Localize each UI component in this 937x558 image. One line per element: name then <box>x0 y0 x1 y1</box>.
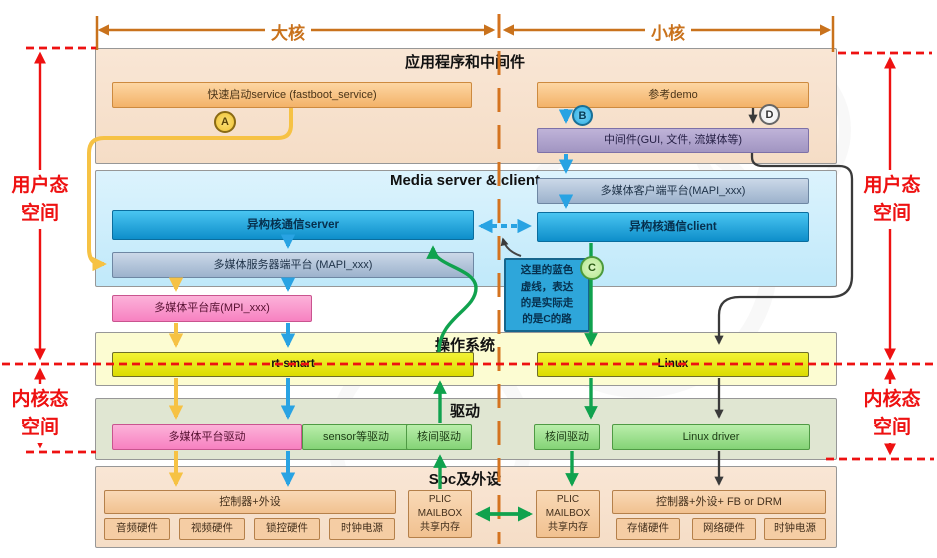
note-line-2: 虚线，表达 <box>520 280 574 293</box>
clock-power-hw-box-left: 时钟电源 <box>329 518 395 540</box>
media-client-platform-box: 多媒体客户端平台(MAPI_xxx) <box>537 178 809 204</box>
rt-smart-box: rt-smart <box>112 352 474 377</box>
user-space-left-l2: 空间 <box>20 202 59 224</box>
kernel-space-left-l2: 空间 <box>20 416 59 438</box>
note-line-4: 的是C的路 <box>522 313 572 326</box>
fastboot-service-box: 快速启动service (fastboot_service) <box>112 82 472 108</box>
marker-b-circle: B <box>572 105 593 126</box>
kernel-space-right-l2: 空间 <box>872 416 911 438</box>
core-span-arrows <box>95 16 835 52</box>
media-platform-lib-box: 多媒体平台库(MPI_xxx) <box>112 295 312 322</box>
blue-dashed-note-box: 这里的蓝色 虚线，表达 的是实际走 的是C的路 <box>504 258 590 332</box>
user-space-right-l2: 空间 <box>872 202 911 224</box>
small-core-label: 小核 <box>645 19 691 44</box>
plic-mailbox-right-box: PLIC MAILBOX 共享内存 <box>536 490 600 538</box>
kernel-space-right-l1: 内核态 <box>863 389 921 410</box>
media-platform-driver-box: 多媒体平台驱动 <box>112 424 302 450</box>
plic-left-line3: 共享内存 <box>420 522 460 533</box>
hetero-comm-server-box: 异构核通信server <box>112 210 474 240</box>
ipc-driver-left-box: 核间驱动 <box>406 424 472 450</box>
note-line-3: 的是实际走 <box>520 297 574 309</box>
right-controller-box: 控制器+外设+ FB or DRM <box>612 490 826 514</box>
middleware-box: 中间件(GUI, 文件, 流媒体等) <box>537 128 809 153</box>
audio-hw-box: 音频硬件 <box>104 518 170 540</box>
soc-band-title: Soc及外设 <box>428 471 502 488</box>
big-core-label: 大核 <box>265 19 311 44</box>
note-line-1: 这里的蓝色 <box>520 264 574 277</box>
user-space-right-l1: 用户态 <box>863 175 921 196</box>
user-space-left-l1: 用户态 <box>11 175 69 196</box>
marker-c-circle: C <box>580 256 604 280</box>
media-server-platform-box: 多媒体服务器端平台 (MAPI_xxx) <box>112 252 474 278</box>
plic-left-line1: PLIC <box>428 494 452 505</box>
plic-right-line3: 共享内存 <box>548 522 588 533</box>
video-hw-box: 视频硬件 <box>179 518 245 540</box>
sensor-driver-box: sensor等驱动 <box>302 424 410 450</box>
reference-demo-box: 参考demo <box>537 82 809 108</box>
user-space-label-right: 用户态 空间 <box>856 170 928 230</box>
network-hw-box: 网络硬件 <box>692 518 756 540</box>
clock-power-hw-box-right: 时钟电源 <box>764 518 826 540</box>
linux-box: Linux <box>537 352 809 377</box>
lock-control-hw-box: 锁控硬件 <box>254 518 320 540</box>
ipc-driver-right-box: 核间驱动 <box>534 424 600 450</box>
linux-driver-box: Linux driver <box>612 424 810 450</box>
left-controller-box: 控制器+外设 <box>104 490 396 514</box>
plic-mailbox-left-box: PLIC MAILBOX 共享内存 <box>408 490 472 538</box>
hetero-comm-client-box: 异构核通信client <box>537 212 809 242</box>
plic-right-line2: MAILBOX <box>545 508 591 519</box>
kernel-space-left-l1: 内核态 <box>11 389 69 410</box>
marker-d-circle: D <box>759 104 780 125</box>
marker-a-circle: A <box>214 111 236 133</box>
storage-hw-box: 存储硬件 <box>616 518 680 540</box>
media-band-title: Media server & client <box>389 172 541 189</box>
driver-band-title: 驱动 <box>449 403 480 420</box>
plic-left-line2: MAILBOX <box>417 508 463 519</box>
plic-right-line1: PLIC <box>556 494 580 505</box>
kernel-space-label-left: 内核态 空间 <box>4 384 76 444</box>
user-space-label-left: 用户态 空间 <box>4 170 76 230</box>
app-band-title: 应用程序和中间件 <box>404 54 525 71</box>
kernel-space-label-right: 内核态 空间 <box>856 384 928 444</box>
